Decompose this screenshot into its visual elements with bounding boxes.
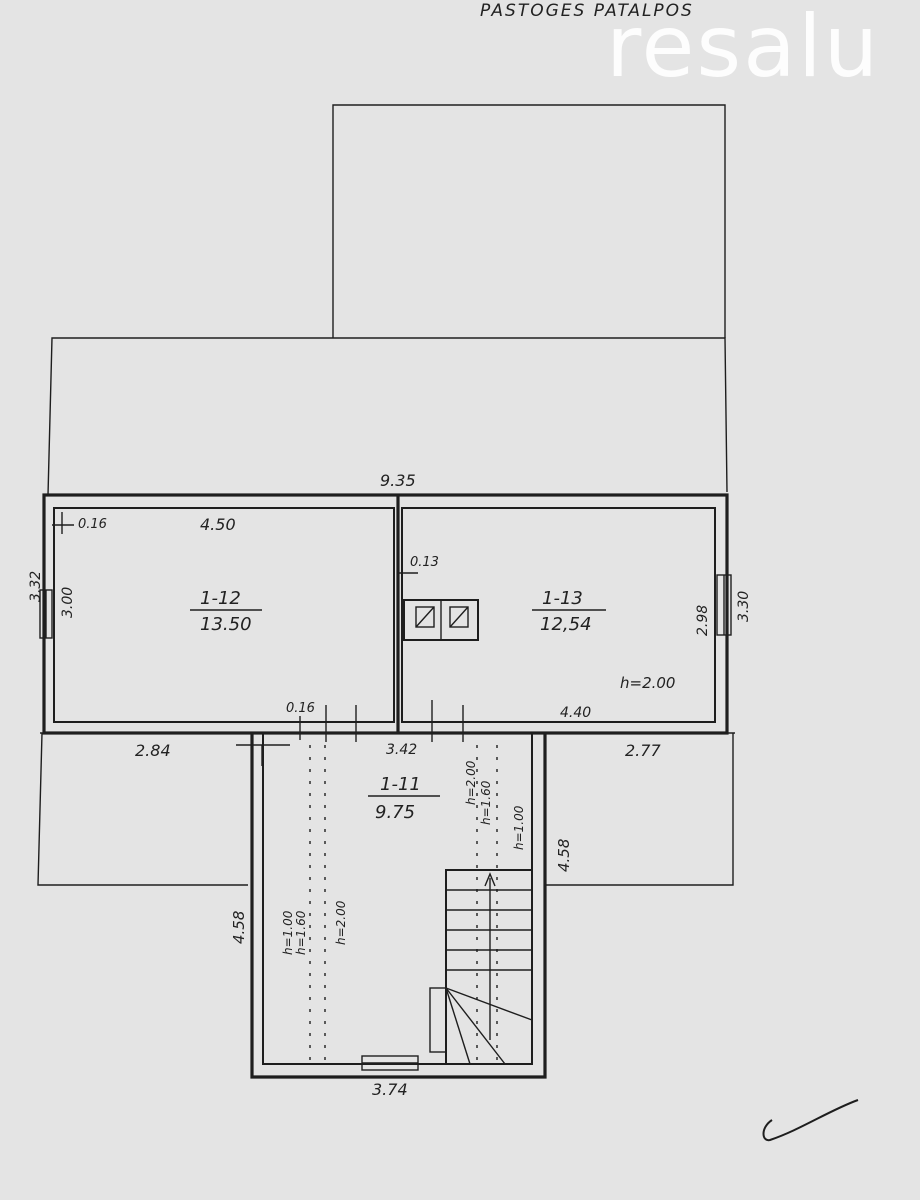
room-id: 1-12 [200,588,241,609]
dim-room12-wall-top: 0.16 [78,517,107,532]
note-right-h160: h=1.60 [479,780,493,825]
note-left-h100: h=1.00 [281,910,295,955]
room-id: 1-13 [542,588,583,609]
dimension-labels: 9.35 4.50 0.16 3.32 3.00 0.13 0.16 2.84 … [28,471,752,1099]
room-area: 9.75 [375,802,415,823]
dim-room12-wall-bottom: 0.16 [286,701,315,716]
dim-room12-height-outer: 3.32 [28,571,44,602]
note-right-h100: h=1.00 [512,805,526,850]
page-title: PASTOGES PATALPOS [480,1,694,21]
note-left-h200: h=2.00 [334,900,348,945]
dim-room12-height-inner: 3.00 [60,587,76,618]
dim-corridor-right-height: 4.58 [555,839,573,872]
room13-ceiling-height: h=2.00 [620,674,675,692]
check-mark-icon [762,1099,859,1142]
watermark-logo: resalu [606,0,880,97]
room-area: 12,54 [540,614,592,635]
room-id: 1-11 [380,774,421,795]
dim-right-wing: 2.77 [625,741,661,760]
room-1-12-label: 1-12 13.50 [190,588,262,635]
dim-room12-width: 4.50 [200,515,236,534]
window-openings [39,574,732,1071]
dim-corridor-top: 3.42 [386,742,417,758]
height-lines [309,745,498,1060]
dim-overall-width: 9.35 [380,471,416,490]
chimney [403,599,479,641]
room-area: 13.50 [200,614,252,635]
room-1-11-label: 1-11 9.75 [368,774,440,823]
note-right-h200: h=2.00 [464,760,478,805]
dim-room13-width: 4.40 [560,705,591,721]
staircase [429,869,533,1065]
room-1-13-label: 1-13 12,54 [532,588,606,635]
dim-room13-height-outer: 3.30 [736,591,752,622]
dim-corridor-left-height: 4.58 [230,911,248,944]
dim-partition-thickness: 0.13 [410,555,439,570]
height-notes: h=1.00 h=1.60 h=2.00 h=2.00 h=1.60 h=1.0… [281,760,526,955]
note-left-h160: h=1.60 [294,910,308,955]
dim-corridor-bottom: 3.74 [372,1080,408,1099]
dim-room13-height-inner: 2.98 [695,605,711,636]
dim-left-wing: 2.84 [135,741,171,760]
door-marks [236,700,464,766]
